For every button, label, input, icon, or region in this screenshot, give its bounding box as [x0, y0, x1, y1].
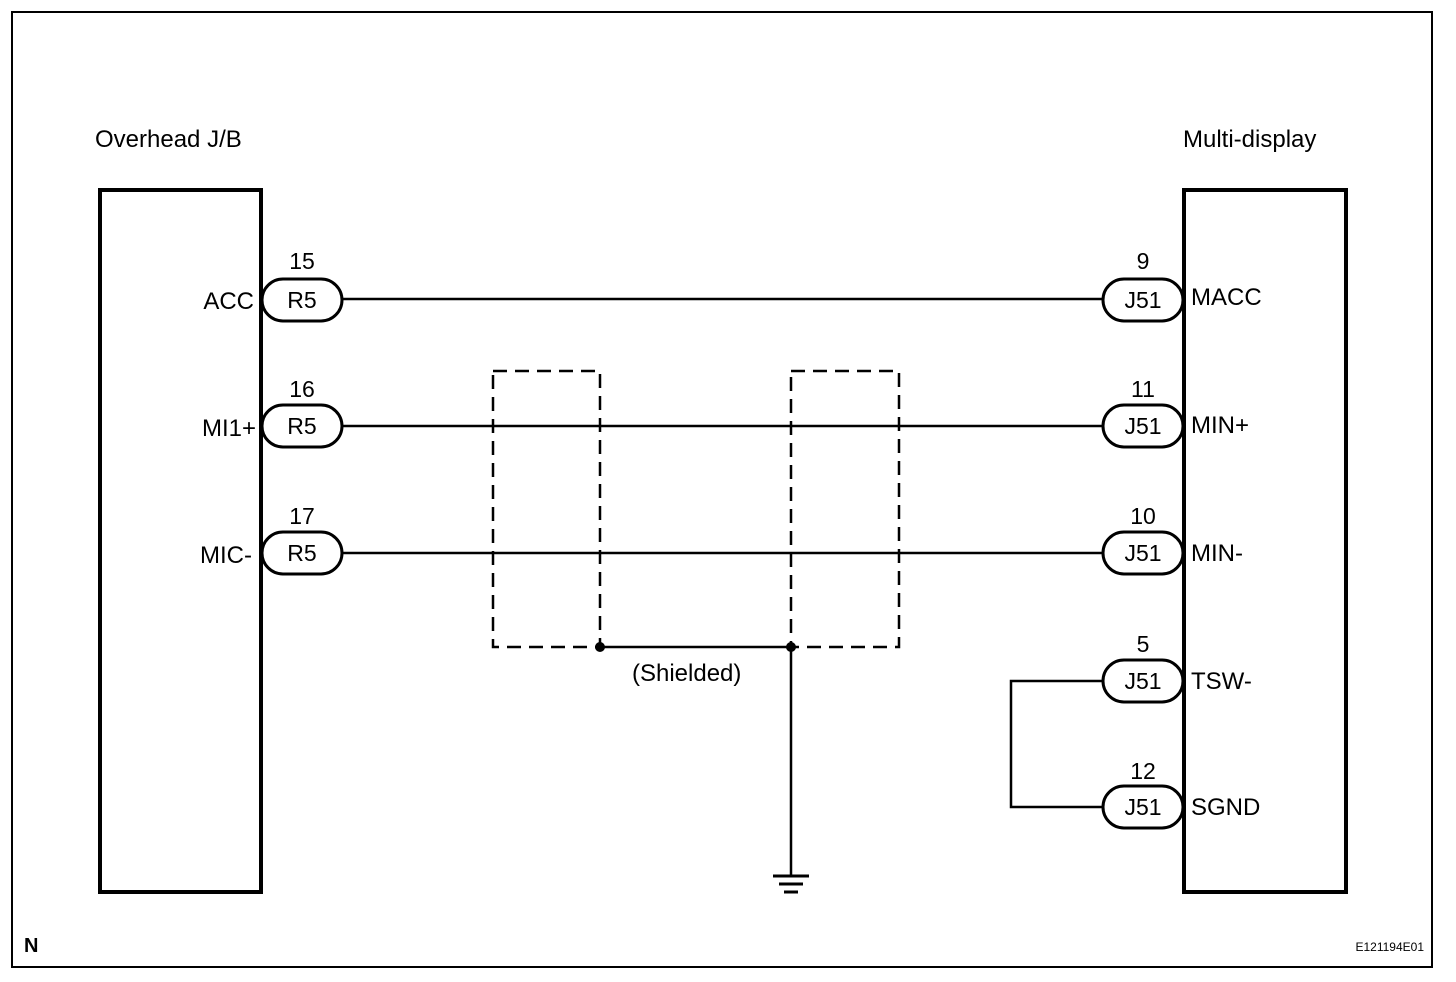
pin-number: 15: [289, 248, 315, 274]
connector-id: R5: [287, 413, 316, 439]
connector-pill: [260, 277, 344, 323]
shield-label: (Shielded): [632, 660, 741, 687]
pin-number: 5: [1137, 631, 1150, 657]
pin-number: 16: [289, 376, 315, 402]
connector-id: J51: [1124, 794, 1161, 820]
signal-label: MIC-: [200, 542, 252, 569]
multi-display-title: Multi-display: [1183, 126, 1316, 153]
ground-icon: [773, 874, 809, 894]
connector-id: J51: [1124, 413, 1161, 439]
connector-id: R5: [287, 287, 316, 313]
figure-code: E121194E01: [1355, 940, 1424, 954]
signal-label: SGND: [1191, 794, 1260, 821]
wire-tsw-sgnd-loop: [1009, 679, 1103, 809]
pin-number: 17: [289, 503, 315, 529]
diagram-frame: [11, 11, 1433, 968]
multi-display-box: [1182, 188, 1348, 894]
signal-label: MIN-: [1191, 540, 1243, 567]
connector-pill: [1101, 403, 1185, 449]
connector-pill: [260, 530, 344, 576]
pin-number: 9: [1137, 248, 1150, 274]
signal-label: MI1+: [202, 415, 256, 442]
connector-pill: [1101, 530, 1185, 576]
overhead-jb-box: [98, 188, 263, 894]
pin-number: 10: [1130, 503, 1156, 529]
connector-pill: [1101, 784, 1185, 830]
signal-label: TSW-: [1191, 668, 1252, 695]
pin-number: 12: [1130, 758, 1156, 784]
connector-id: J51: [1124, 287, 1161, 313]
signal-label: ACC: [203, 288, 254, 315]
shield-box-right: [789, 369, 901, 649]
shield-junction-left: [595, 642, 605, 652]
overhead-jb-title: Overhead J/B: [95, 126, 242, 153]
connector-pill: [1101, 277, 1185, 323]
signal-label: MIN+: [1191, 412, 1249, 439]
shield-box-left: [491, 369, 602, 649]
corner-label: N: [24, 935, 38, 957]
connector-id: R5: [287, 540, 316, 566]
signal-label: MACC: [1191, 284, 1262, 311]
connector-id: J51: [1124, 668, 1161, 694]
connector-pill: [1101, 658, 1185, 704]
connector-id: J51: [1124, 540, 1161, 566]
pin-number: 11: [1131, 376, 1155, 402]
connector-pill: [260, 403, 344, 449]
